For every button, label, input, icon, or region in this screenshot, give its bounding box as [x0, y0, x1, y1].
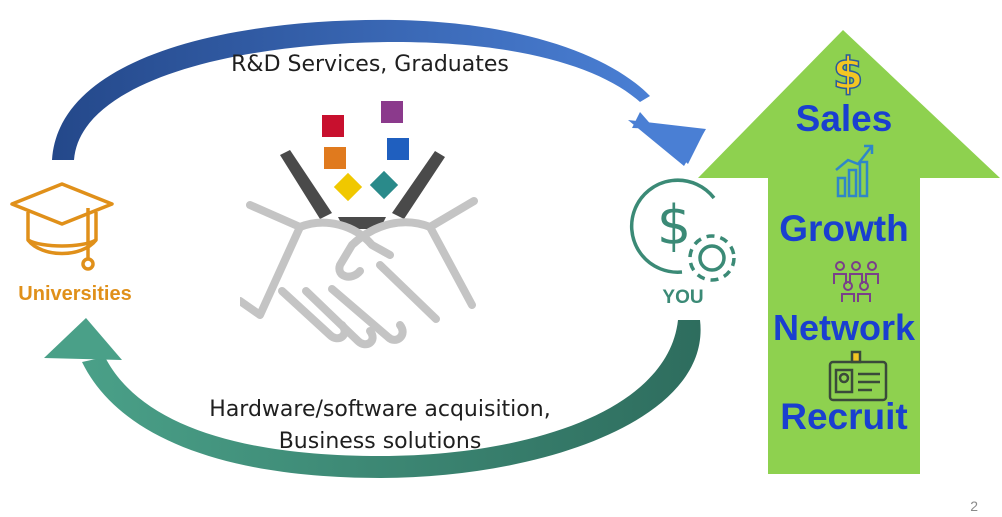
people-group-icon	[833, 261, 879, 302]
universities-label: Universities	[18, 283, 132, 305]
dollar-gear-icon: $	[629, 178, 736, 282]
benefit-recruit: Recruit	[780, 396, 908, 437]
colored-squares	[322, 101, 409, 202]
page-number: 2	[970, 498, 978, 514]
id-badge-icon	[828, 350, 888, 402]
benefit-network: Network	[772, 307, 916, 348]
svg-text:$: $	[833, 48, 864, 98]
benefit-growth: Growth	[779, 208, 909, 249]
bottom-flow-arrow	[82, 320, 701, 478]
svg-text:$: $	[657, 194, 691, 257]
bar-chart-up-icon	[835, 144, 874, 198]
top-flow-label: R&D Services, Graduates	[231, 52, 509, 77]
dollar-sign-icon: $	[832, 48, 864, 98]
bottom-arrow-head	[44, 318, 122, 360]
bottom-flow-label-line1: Hardware/software acquisition,	[209, 397, 551, 422]
graduation-cap-icon	[10, 182, 114, 271]
bottom-flow-label-line2: Business solutions	[278, 429, 482, 454]
you-label: YOU	[662, 287, 704, 308]
handshake-icon	[240, 101, 478, 349]
benefit-sales: Sales	[795, 98, 893, 139]
top-flow-arrow	[52, 19, 650, 160]
bottom-flow-label: Hardware/software acquisition, Business …	[160, 394, 600, 458]
